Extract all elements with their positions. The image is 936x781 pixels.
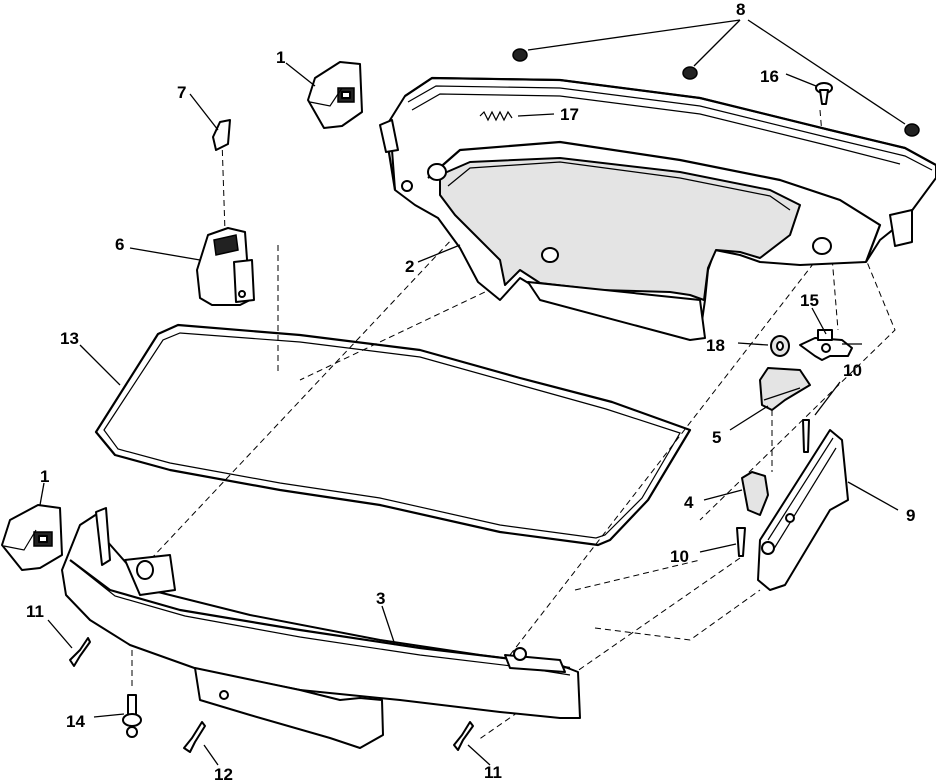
callout-9: 9 — [906, 506, 915, 525]
latch-cover-part-5 — [759, 367, 811, 411]
callout-10-right: 10 — [843, 361, 862, 380]
callout-10-lower: 10 — [670, 547, 689, 566]
upper-cowl-part-2 — [379, 76, 936, 341]
callout-14: 14 — [66, 712, 85, 731]
callout-2: 2 — [405, 257, 414, 276]
callout-8: 8 — [736, 0, 745, 19]
callout-5: 5 — [712, 428, 721, 447]
callout-11-bottom: 11 — [484, 763, 502, 781]
latch-bracket-part-6 — [196, 227, 255, 306]
screw-part-16 — [815, 82, 833, 105]
callout-18: 18 — [706, 336, 725, 355]
callout-16: 16 — [760, 67, 779, 86]
callout-3: 3 — [376, 589, 385, 608]
latch-part-1-left — [1, 504, 63, 571]
screws-10-11-12-14 — [69, 419, 810, 753]
lower-cowl-part-3 — [61, 507, 581, 749]
callout-15: 15 — [800, 291, 819, 310]
callout-12: 12 — [214, 765, 233, 781]
leader-lines — [39, 19, 906, 766]
callout-6: 6 — [115, 235, 124, 254]
grommets-part-8 — [512, 48, 920, 263]
hinge-bracket-part-9 — [757, 429, 849, 591]
washer-part-18 — [770, 335, 790, 357]
callout-4: 4 — [684, 493, 694, 512]
spring-part-17 — [479, 110, 513, 122]
callout-1-top: 1 — [276, 48, 285, 67]
latch-assembly-part-15 — [799, 329, 862, 361]
callout-1-left: 1 — [40, 467, 49, 486]
pad-part-4 — [741, 471, 769, 516]
callout-7: 7 — [177, 83, 186, 102]
callout-11-left: 11 — [26, 602, 44, 621]
seal-part-13 — [94, 323, 692, 547]
callout-13: 13 — [60, 329, 79, 348]
callout-labels: 8 1 16 7 17 6 2 15 13 18 10 5 1 4 9 10 3… — [26, 0, 915, 781]
latch-part-1-top — [307, 61, 363, 129]
clip-part-7 — [212, 119, 231, 151]
callout-17: 17 — [560, 105, 579, 124]
